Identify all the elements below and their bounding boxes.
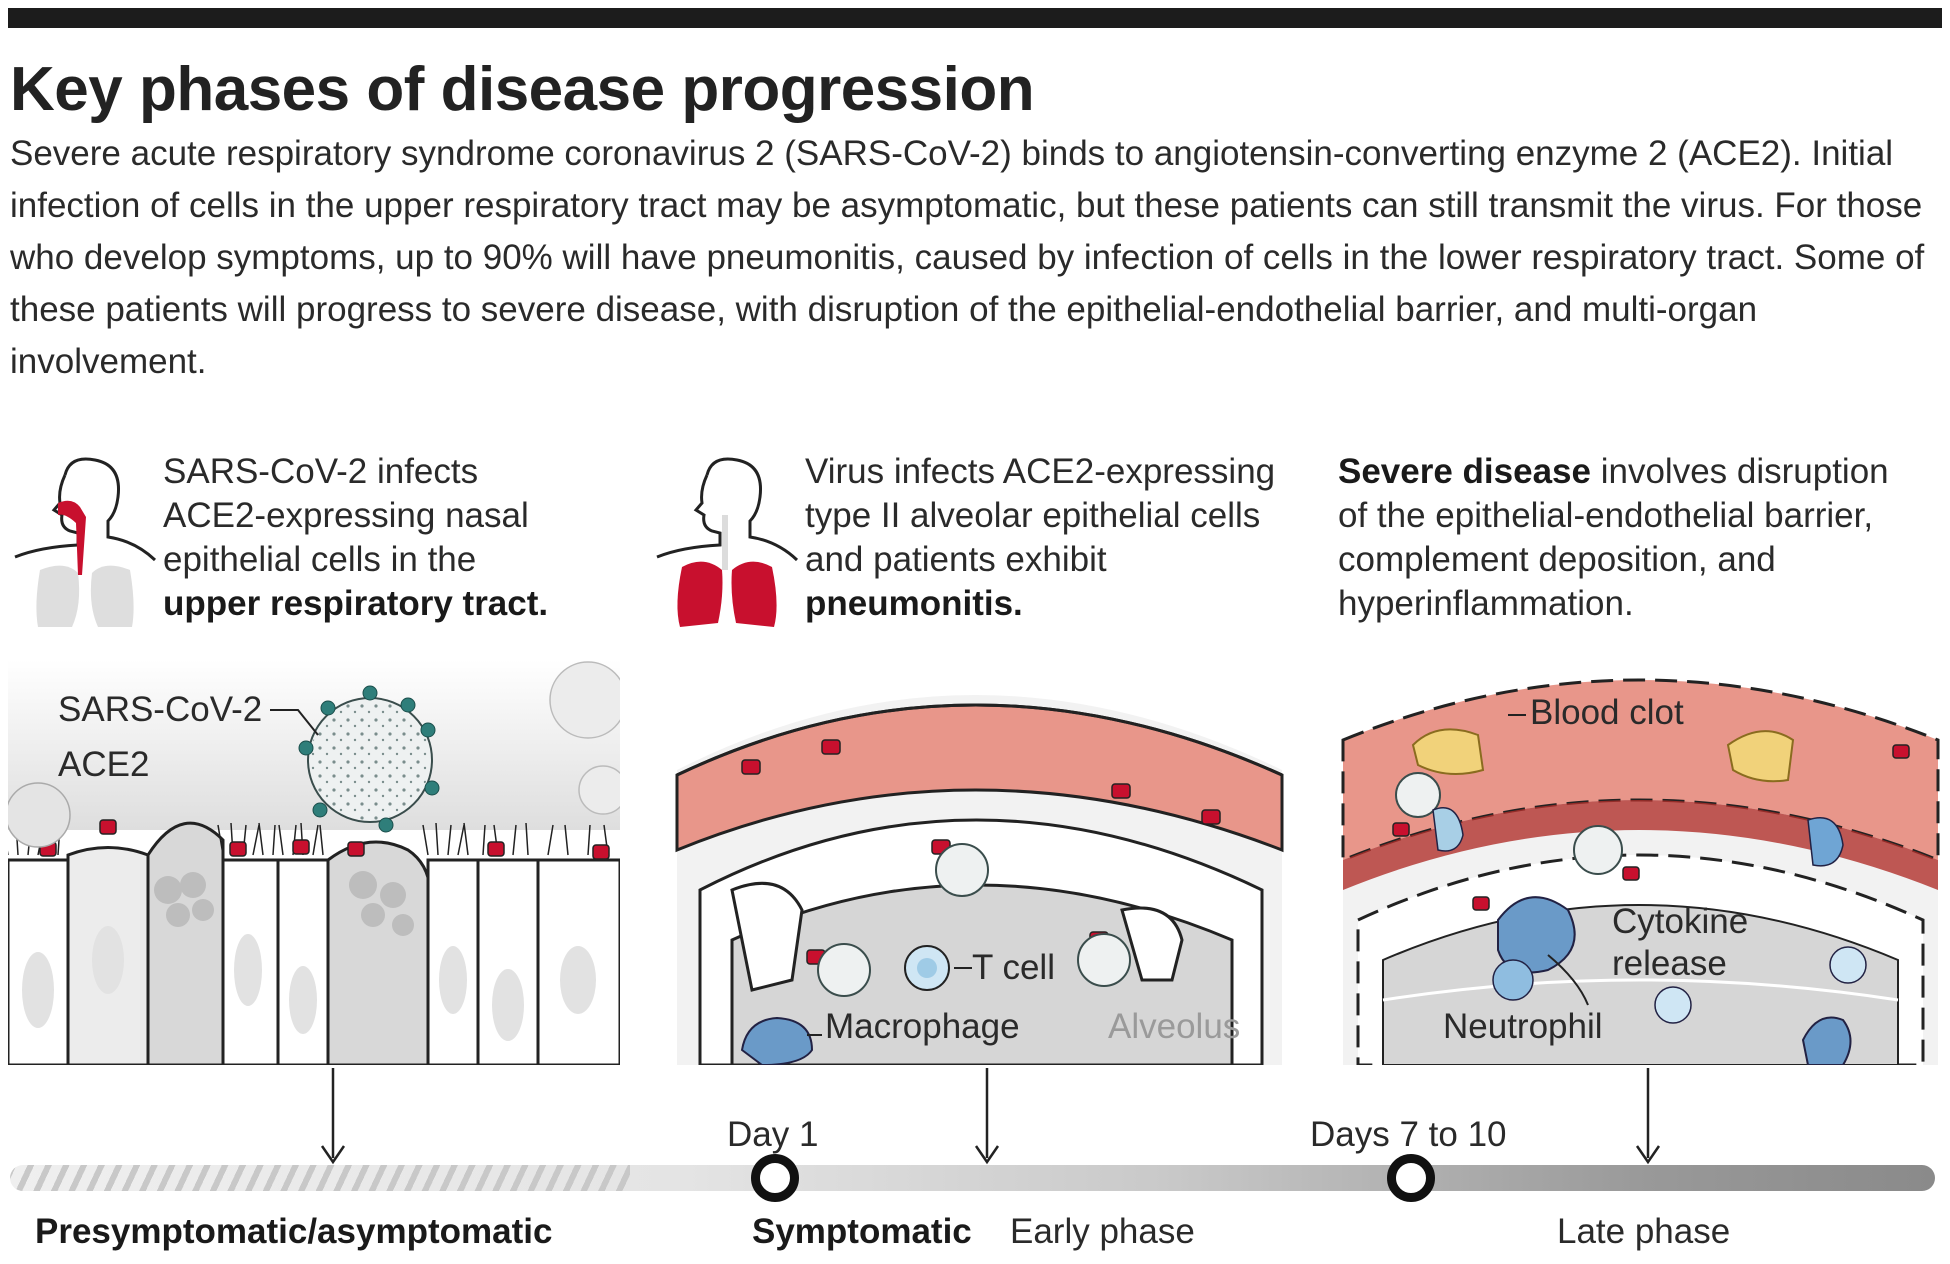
timeline-hatch: [10, 1165, 630, 1191]
upper-line-1: SARS-CoV-2 infects: [163, 452, 479, 491]
label-blood-clot: Blood clot: [1530, 693, 1684, 732]
severe-line-1: involves disruption: [1590, 452, 1889, 491]
severe-line-2: of the epithelial-endothelial barrier,: [1338, 496, 1874, 535]
label-cytokine: Cytokine: [1612, 902, 1749, 941]
lower-tract-description: Virus infects ACE2-expressing type II al…: [805, 450, 1275, 626]
phase-presymptomatic: Presymptomatic/asymptomatic: [35, 1212, 553, 1251]
phase-early: Early phase: [1010, 1212, 1195, 1251]
upper-line-2: ACE2-expressing nasal: [163, 496, 529, 535]
severe-line-3: complement deposition, and: [1338, 540, 1776, 579]
lower-line-3: and patients exhibit: [805, 540, 1107, 579]
head-lungs-icon: [656, 457, 799, 627]
lower-line-1: Virus infects ACE2-expressing: [805, 452, 1276, 491]
head-upper-tract-icon: [14, 457, 157, 627]
lower-line-2: type II alveolar epithelial cells: [805, 496, 1261, 535]
day-1-marker: [751, 1154, 799, 1202]
severe-line-4: hyperinflammation.: [1338, 584, 1634, 623]
label-day-1: Day 1: [727, 1115, 819, 1154]
label-ace2: ACE2: [58, 745, 150, 784]
upper-tract-description: SARS-CoV-2 infects ACE2-expressing nasal…: [163, 450, 548, 626]
lower-line-bold: pneumonitis.: [805, 584, 1023, 623]
severe-disease-illustration: [1341, 678, 1940, 1065]
severe-bold: Severe disease: [1338, 452, 1591, 491]
phase-symptomatic: Symptomatic: [752, 1212, 972, 1251]
arrow-down-icon: [1635, 1068, 1661, 1165]
arrow-down-icon: [320, 1068, 346, 1165]
label-neutrophil: Neutrophil: [1443, 1007, 1603, 1046]
label-t-cell: T cell: [972, 948, 1055, 987]
alveolus-illustration: [675, 695, 1284, 1065]
label-sars-cov-2: SARS-CoV-2: [58, 690, 263, 729]
phase-late: Late phase: [1557, 1212, 1731, 1251]
upper-line-3: epithelial cells in the: [163, 540, 477, 579]
severe-description: Severe disease involves disruption of th…: [1338, 450, 1889, 626]
nasal-epithelium-illustration: [8, 660, 620, 1065]
intro-paragraph: Severe acute respiratory syndrome corona…: [10, 134, 1925, 381]
top-rule: [8, 8, 1942, 28]
upper-line-bold: upper respiratory tract.: [163, 584, 549, 623]
arrow-down-icon: [974, 1068, 1000, 1165]
label-macrophage: Macrophage: [825, 1007, 1020, 1046]
label-days-7-to-10: Days 7 to 10: [1310, 1115, 1507, 1154]
label-alveolus: Alveolus: [1108, 1007, 1241, 1046]
label-release: release: [1612, 944, 1727, 983]
day-7-marker: [1387, 1154, 1435, 1202]
page-title: Key phases of disease progression: [10, 55, 1035, 124]
